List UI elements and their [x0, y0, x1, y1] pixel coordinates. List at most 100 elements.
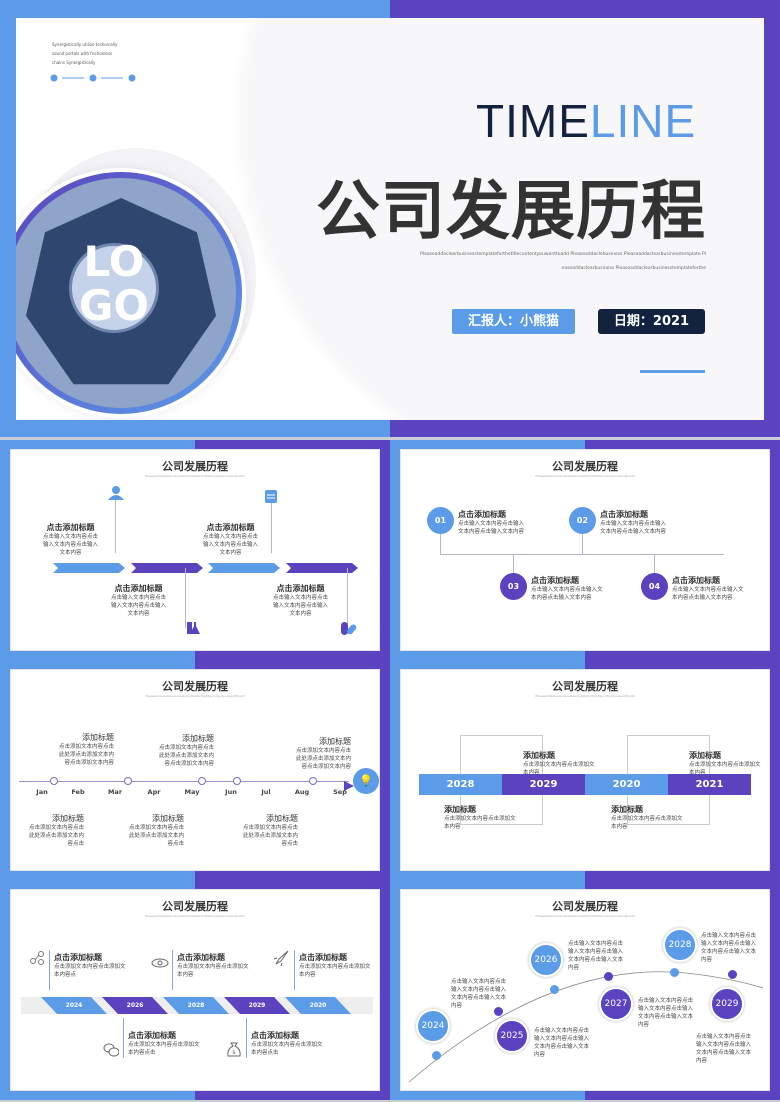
item-title: 点击添加标题	[128, 1031, 176, 1040]
item-text: 内容	[568, 965, 580, 971]
connector-line	[49, 950, 50, 990]
item-text: 容点击添加文本内容	[64, 760, 115, 766]
date-badge: 日期：2021	[598, 309, 705, 334]
connector-line	[440, 530, 441, 554]
connector-line	[347, 568, 348, 628]
money-bag-icon: $	[226, 1041, 242, 1057]
slide-subtitle: Pleaseaddaclearbusinesstemplateforthetit…	[535, 694, 635, 698]
network-icon	[29, 950, 45, 966]
connector-line	[172, 950, 173, 990]
text-block: 点击输入文本内容点击输入文本内容点击输入文本内容点击输入文本内容	[534, 1027, 589, 1059]
item-title: 添加标题	[444, 805, 476, 814]
item-title: 点击添加标题	[177, 953, 225, 962]
item-text: 本内容	[611, 824, 628, 830]
dome	[69, 243, 159, 333]
decor-circle	[246, 18, 764, 420]
text-block: 点击添加标题点击添加文本内容点击添加文本内容	[177, 952, 249, 979]
item-text: 本内容点	[54, 972, 77, 978]
timeline-node	[50, 777, 58, 785]
text-block: 点击添加标题点击输入文本内容点击输入文本内容点击输入文本内容	[203, 522, 258, 557]
connector-line	[123, 1018, 124, 1058]
desc-line: Pleaseaddaclearbusinesstemplateforthetit…	[420, 252, 706, 257]
item-title: 点击添加标题	[251, 1031, 299, 1040]
text-block: 点击添加标题点击添加文本内容点击添加文本内容	[299, 952, 371, 979]
item-title: 添加标题	[611, 805, 643, 814]
item-text: 文本内容	[219, 550, 242, 556]
cover-slide[interactable]: Synergistically utilize technically soun…	[0, 0, 780, 437]
slide-title: 公司发展历程	[552, 680, 618, 693]
connector-bracket	[627, 795, 710, 825]
month-label: Feb	[71, 788, 85, 796]
item-title: 添加标题	[182, 734, 215, 743]
item-text: 输入文本内容点击输入	[273, 603, 329, 609]
month-label: Jan	[36, 788, 48, 796]
small-text-line: Synergistically utilize technically	[52, 42, 118, 47]
curve-point	[550, 985, 559, 994]
item-title: 点击添加标题	[531, 576, 579, 585]
timeline-node	[233, 777, 241, 785]
timeline-axis	[440, 554, 724, 555]
item-text: 点击输入文本内容点击输入文	[531, 587, 603, 593]
item-text: 输入文本内容点击输入	[451, 987, 507, 993]
item-text: 点击添加文本内容点击添加文	[444, 816, 516, 822]
item-title: 点击添加标题	[600, 510, 648, 519]
item-text: 本内容	[689, 770, 706, 776]
timeline-node	[309, 777, 317, 785]
item-text: 本内容点击	[251, 1050, 279, 1056]
item-text: 此处添点击添加文本内	[159, 753, 215, 759]
cover-canvas: Synergistically utilize technically soun…	[16, 18, 764, 420]
item-text: 点击添加文本内容点击添加文	[128, 1042, 200, 1048]
item-text: 点击输入文本内容点击输入	[458, 521, 525, 527]
arrow-head-icon	[344, 776, 354, 791]
curve-point	[670, 968, 679, 977]
item-text: 内容	[638, 1022, 650, 1028]
chevron-arrow	[131, 558, 203, 573]
slide-title: 公司发展历程	[552, 900, 618, 913]
year-segment: 2028	[419, 774, 502, 795]
year-label: 2029	[248, 1002, 266, 1009]
slide-subtitle: Pleaseaddaclearbusinesstemplateforthetit…	[145, 474, 245, 478]
month-label: Apr	[147, 788, 161, 796]
text-block: 点击输入文本内容点击输入文本内容点击输入文本内容点击输入文本内容	[696, 1033, 751, 1065]
year-segment: 2029	[502, 774, 585, 795]
connector-line	[294, 950, 295, 990]
item-text: 点击输入文本内容点击	[701, 933, 757, 939]
chevron-arrow	[286, 558, 358, 573]
item-title: 添加标题	[523, 751, 555, 760]
item-text: 内容	[701, 957, 713, 963]
curve-point	[432, 1051, 441, 1060]
text-block: 点击添加标题点击输入文本内容点击输入文本内容点击输入文本内容	[111, 583, 166, 618]
item-text: 文本内容	[59, 550, 82, 556]
text-block: 添加标题点击添加文本内容点击此处添点击添加文本内容点击添加文本内容	[159, 733, 214, 768]
item-text: 点击添加文本内容点击添加文	[689, 762, 761, 768]
year-bubble: 2028	[663, 928, 697, 962]
rocket-icon	[273, 950, 289, 967]
item-title: 点击添加标题	[114, 584, 163, 593]
item-text: 文本内容点击输入文本	[701, 949, 757, 955]
item-text: 点击添加文本内容点击添加文	[611, 816, 683, 822]
item-text: 此处添点击添加文本内	[243, 833, 299, 839]
number-circle: 04	[641, 573, 668, 600]
item-text: 本内容	[444, 824, 461, 830]
item-title: 添加标题	[82, 733, 115, 742]
logo-image: LO GO	[16, 178, 236, 408]
item-text: 点击输入文本内容点击	[43, 534, 99, 540]
item-text: 本内容	[299, 972, 316, 978]
item-text: 输入文本内容点击输入	[568, 949, 624, 955]
item-text: 点击添加文本内容点击	[159, 745, 215, 751]
item-text: 文本内容点击输入文本	[638, 1014, 694, 1020]
item-text: 本内容点击输入文本内容	[531, 595, 592, 601]
item-text: 此处添点击添加文本内	[29, 833, 85, 839]
item-text: 容点击添加文本内容	[164, 761, 215, 767]
item-title: 点击添加标题	[299, 953, 347, 962]
item-text: 点击添加文本内容点击	[59, 744, 115, 750]
text-block: 点击添加标题点击输入文本内容点击输入文本内容点击输入文本内容	[531, 575, 603, 602]
